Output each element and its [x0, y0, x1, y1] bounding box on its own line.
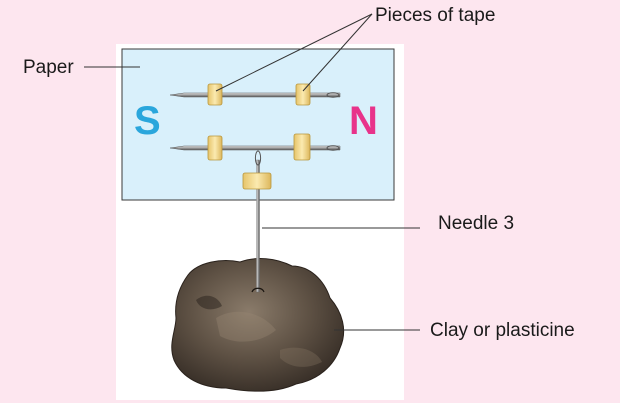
clay-highlight — [280, 347, 322, 367]
north-pole-label: N — [349, 99, 378, 143]
needle3-label: Needle 3 — [438, 213, 515, 234]
tape-piece — [295, 83, 311, 106]
tape-leader-line — [302, 13, 373, 92]
needle-3 — [251, 150, 265, 293]
tape-piece — [293, 133, 311, 161]
needle-2 — [169, 145, 341, 151]
south-pole-label: S — [134, 99, 161, 143]
tape-piece — [207, 83, 223, 106]
clay-label: Clay or plasticine — [430, 320, 575, 341]
tape-label: Pieces of tape — [375, 5, 496, 26]
needle-1 — [169, 92, 341, 98]
tape-piece — [207, 135, 223, 161]
clay-highlight — [216, 311, 276, 342]
tape-leader-line — [215, 13, 373, 92]
tape-piece — [242, 172, 272, 190]
paper-label: Paper — [23, 57, 74, 78]
clay-lump — [171, 258, 345, 392]
clay-shadow — [196, 295, 222, 310]
